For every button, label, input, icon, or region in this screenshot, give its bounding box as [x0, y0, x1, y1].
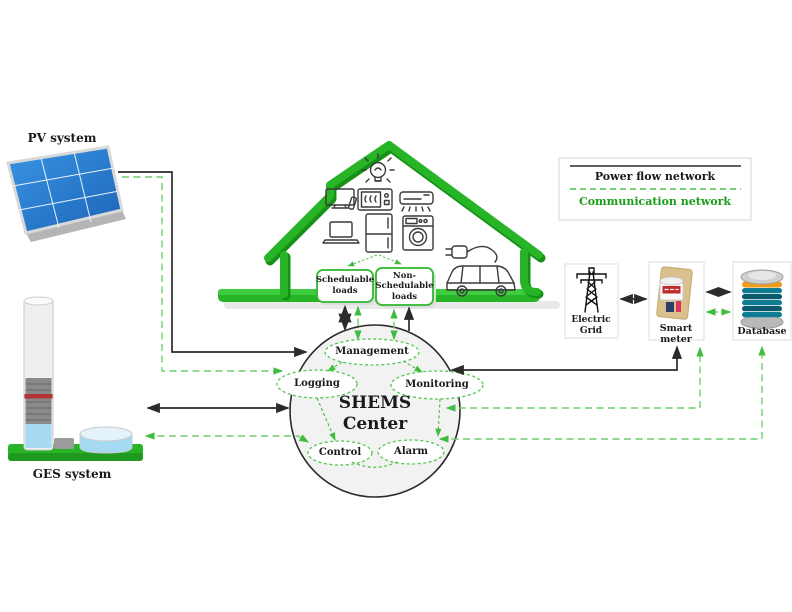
shems-smartmeter-power-line: [450, 345, 683, 376]
electric-car-icon: [446, 265, 516, 297]
monitoring-label: Monitoring: [405, 379, 469, 391]
management-ellipse: [324, 338, 420, 366]
monitoring-meter-comm-line: [445, 346, 704, 412]
tv-icon: [325, 188, 358, 210]
laptop-icon: [322, 221, 360, 244]
shems-modules: [276, 338, 484, 466]
control-ellipse: [307, 440, 373, 466]
ges-control-comm-line: [144, 432, 310, 443]
management-label: Management: [335, 346, 409, 358]
transmission-tower-icon: [576, 267, 607, 313]
legend-power-label: Power flow network: [594, 170, 716, 183]
house-outline: [264, 141, 546, 301]
logging-label: Logging: [294, 378, 340, 390]
washing-machine-icon: [402, 215, 434, 251]
pv-to-logging-comm-line: [122, 176, 284, 375]
alarm-label: Alarm: [394, 446, 428, 458]
legend-communication-label: Communication network: [578, 195, 732, 208]
microwave-icon: [357, 188, 393, 211]
refrigerator-icon: [365, 213, 393, 253]
ges-system-label: GES system: [32, 467, 112, 481]
pv-system-label: PV system: [27, 131, 97, 145]
alarm-ellipse: [377, 439, 445, 465]
smart-meter-label: Smart meter: [659, 323, 693, 346]
smart-meter-icon: [656, 266, 693, 320]
communication-lines: [122, 176, 766, 443]
shems-center-title: SHEMS Center: [338, 393, 412, 435]
database-label: Database: [737, 326, 787, 337]
solar-panel-icon: [6, 145, 126, 242]
plug-icon: [445, 245, 498, 263]
non-schedulable-loads-label: Non-Schedulable loads: [375, 270, 434, 302]
legend-box: [558, 157, 752, 221]
alarm-database-comm-line: [438, 345, 766, 443]
air-conditioner-icon: [399, 191, 434, 212]
schedulable-loads-label: Schedulable loads: [315, 275, 375, 296]
lightbulb-icon: [361, 153, 395, 183]
database-icon: [740, 269, 784, 329]
control-label: Control: [318, 447, 362, 459]
loads-fork-links: [347, 254, 402, 267]
loads-boxes: [316, 267, 436, 308]
gravity-storage-icon: [8, 296, 143, 461]
electric-grid-label: Electric Grid: [571, 315, 611, 336]
pv-to-shems-power-line: [118, 171, 308, 358]
